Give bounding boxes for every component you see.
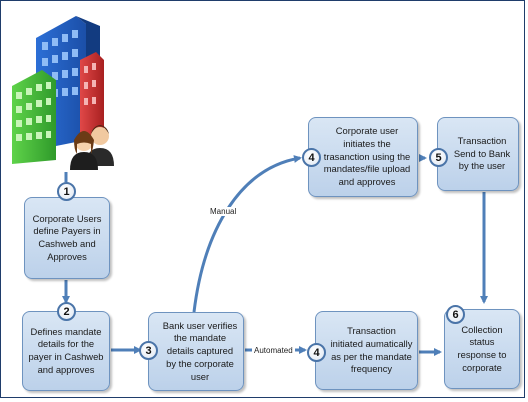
step-1-badge: 1	[57, 182, 76, 201]
automated-label: Automated	[252, 346, 295, 355]
step-6-badge: 6	[446, 305, 465, 324]
buildings-icon	[12, 16, 104, 164]
step-5-text: Transaction Send to Bank by the user	[453, 134, 511, 172]
step-3-box: Bank user verifies the mandate details c…	[148, 312, 244, 391]
step-4a-text: Corporate user initiates the trasanction…	[323, 125, 411, 188]
step-1-box: Corporate Users define Payers in Cashweb…	[24, 197, 110, 279]
step-2-box: Defines mandate details for the payer in…	[22, 311, 110, 391]
users-icon	[70, 125, 114, 170]
step-1-text: Corporate Users define Payers in Cashweb…	[32, 212, 102, 262]
step-4a-badge: 4	[302, 148, 321, 167]
step-4b-box: Transaction initiated aumatically as per…	[315, 311, 418, 390]
step-4b-badge: 4	[307, 343, 326, 362]
flow-arrows	[62, 154, 488, 356]
step-4a-box: Corporate user initiates the trasanction…	[308, 117, 418, 197]
step-4b-text: Transaction initiated aumatically as per…	[330, 325, 413, 375]
step-5-badge: 5	[429, 148, 448, 167]
step-3-text: Bank user verifies the mandate details c…	[162, 319, 238, 382]
manual-label: Manual	[208, 207, 239, 216]
step-5-box: Transaction Send to Bank by the user	[437, 117, 519, 191]
step-2-badge: 2	[57, 302, 76, 321]
step-2-text: Defines mandate details for the payer in…	[28, 325, 104, 375]
step-6-text: Collection status response to corporate	[457, 323, 507, 373]
arrow-3-to-4a	[192, 155, 302, 313]
step-3-badge: 3	[139, 341, 158, 360]
